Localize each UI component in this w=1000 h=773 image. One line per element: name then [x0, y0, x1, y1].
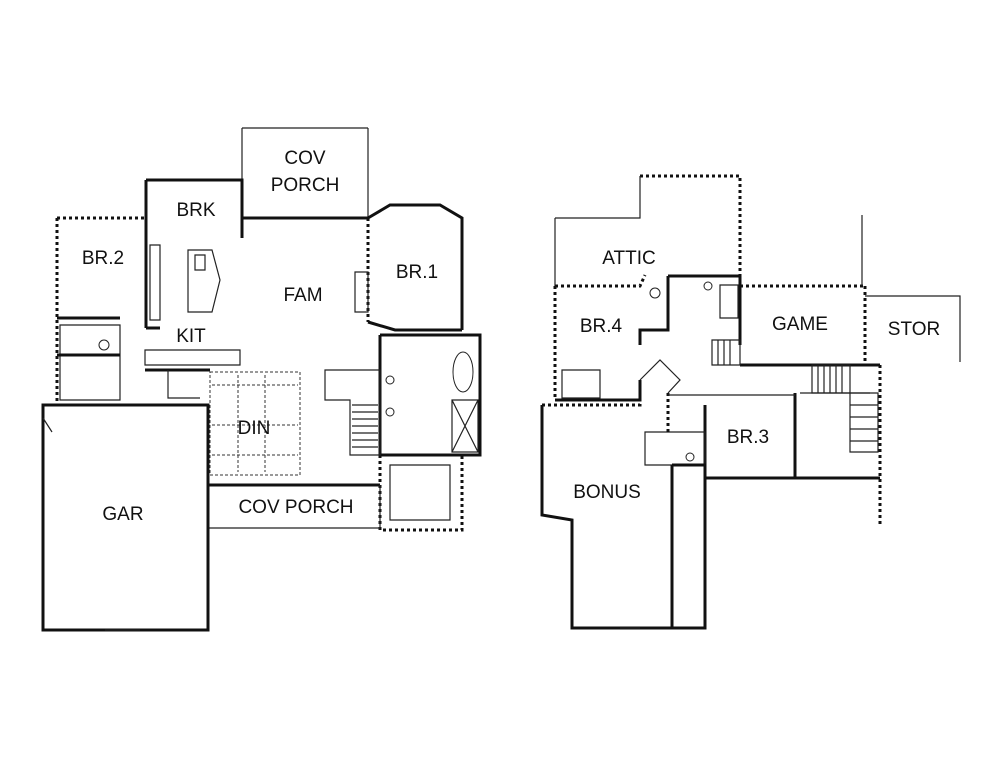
label-cov-porch-rear-2: PORCH [271, 175, 340, 196]
bonus-top [542, 380, 642, 407]
upper-stair-2 [849, 392, 879, 453]
label-stor: STOR [888, 319, 940, 340]
bonus-walls [540, 405, 674, 630]
garage-entry-door [42, 417, 53, 433]
din-room-outline [209, 371, 301, 476]
upper-bath-sink [649, 287, 661, 299]
br3-bath [644, 431, 706, 466]
master-bath-wall [380, 333, 482, 457]
upper-stair-3 [711, 339, 741, 366]
master-closet-shelf [389, 464, 451, 521]
attic-top-wall [640, 174, 742, 286]
stair-treads [352, 404, 378, 448]
label-din: DIN [238, 418, 271, 439]
rear-porch-outline [241, 127, 369, 218]
attic-left-top [555, 176, 641, 219]
kitchen-counter [149, 244, 161, 321]
fireplace [354, 271, 369, 313]
label-fam: FAM [283, 285, 322, 306]
label-br1: BR.1 [396, 262, 438, 283]
label-cov-porch-front: COV PORCH [238, 497, 353, 518]
master-shower [451, 399, 479, 453]
br1-bay-wall [367, 203, 464, 330]
upper-stair-1 [811, 364, 851, 394]
label-game: GAME [772, 314, 828, 335]
toilet-fixture [385, 375, 395, 385]
master-tub [452, 351, 474, 393]
upper-bath-wall [638, 274, 742, 345]
br4-closet [561, 369, 601, 399]
br4-bottom [555, 380, 642, 402]
bath2-room [59, 324, 121, 401]
label-attic: ATTIC [602, 248, 655, 269]
rear-room-wall [793, 393, 880, 480]
laundry-area [324, 369, 381, 456]
bonus-closet [672, 463, 707, 630]
kitchen-island [187, 249, 221, 313]
garage-walls [41, 403, 210, 632]
kitchen-bar [144, 349, 241, 366]
sink-fixture [98, 339, 110, 351]
first-floor-plan [41, 127, 482, 632]
kitchen-sink [194, 254, 206, 271]
second-floor-plan [540, 174, 961, 630]
upper-bath-toilet [703, 281, 713, 291]
room-labels: COV PORCH BRK BR.2 FAM BR.1 KIT DIN GAR … [82, 148, 940, 525]
label-kit: KIT [176, 326, 206, 347]
toilet-fixture-2 [385, 407, 395, 417]
label-gar: GAR [102, 504, 143, 525]
upper-hall-door [639, 359, 681, 394]
label-br3: BR.3 [727, 427, 769, 448]
upper-bath-tub [719, 284, 739, 319]
din-table-grid [212, 375, 298, 472]
attic-bottom-dash [555, 274, 647, 288]
br1-bottom-wall [367, 320, 462, 332]
pantry [167, 370, 200, 399]
label-bonus: BONUS [573, 482, 641, 503]
storage-outline [865, 295, 961, 362]
label-br4: BR.4 [580, 316, 623, 337]
br3-toilet [685, 452, 695, 462]
label-brk: BRK [176, 200, 215, 221]
label-cov-porch-rear-1: COV [284, 148, 326, 169]
label-br2: BR.2 [82, 248, 124, 269]
